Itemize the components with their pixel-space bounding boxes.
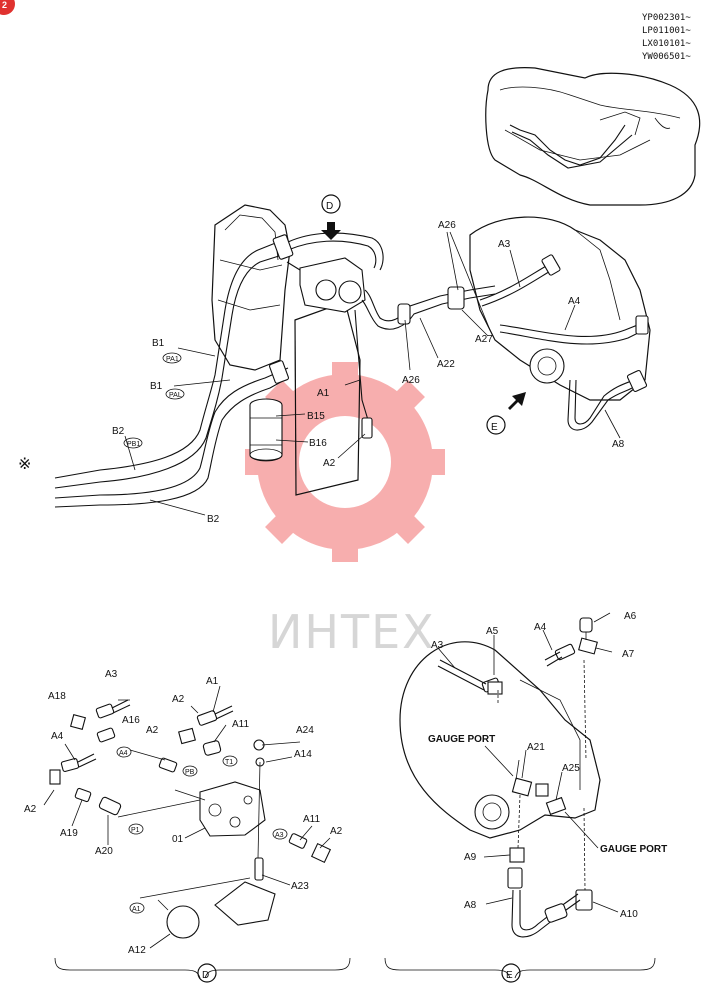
gauge-port-right: GAUGE PORT <box>600 844 667 855</box>
main-view: D E ※ A26 A3 A4 A27 A22 A26 A1 A2 A8 B1 … <box>18 194 651 525</box>
label-a26-mid: A26 <box>402 375 420 386</box>
serial-4: YW006501~ <box>642 52 691 62</box>
view-e-marker: E <box>491 422 498 433</box>
tag-t1: T1 <box>225 759 233 766</box>
label-b2-upper: B2 <box>112 426 125 437</box>
detail-d: A4 PB T1 P1 A3 A1 A3 A1 A18 A16 A2 A11 A… <box>24 669 351 983</box>
e-label-a21: A21 <box>527 742 545 753</box>
label-b2-upper-tag: PB1 <box>127 441 140 448</box>
label-a26-top: A26 <box>438 220 456 231</box>
label-a4: A4 <box>568 296 581 307</box>
label-b1-upper-tag: PA1 <box>166 356 179 363</box>
label-b1-upper: B1 <box>152 338 165 349</box>
e-label-a3: A3 <box>431 640 444 651</box>
label-a1: A1 <box>317 388 330 399</box>
watermark <box>245 362 445 562</box>
tag-a1: A1 <box>132 906 141 913</box>
d-label-a14: A14 <box>294 749 312 760</box>
label-a22: A22 <box>437 359 455 370</box>
d-label-a19: A19 <box>60 828 78 839</box>
label-a2: A2 <box>323 458 336 469</box>
view-d-marker: D <box>326 201 333 212</box>
tag-p1: P1 <box>131 827 140 834</box>
watermark-text: ИНТЕХ <box>268 605 436 659</box>
label-a8: A8 <box>612 439 625 450</box>
e-label-a5: A5 <box>486 626 499 637</box>
e-label-a7: A7 <box>622 649 635 660</box>
d-label-o1: 01 <box>172 834 184 845</box>
label-a27: A27 <box>475 334 493 345</box>
d-label-a23: A23 <box>291 881 309 892</box>
label-b1-lower-tag: PAL <box>169 392 182 399</box>
d-label-a18: A18 <box>48 691 66 702</box>
page-marker-number: 2 <box>2 0 7 10</box>
d-label-a4: A4 <box>51 731 64 742</box>
serial-numbers: YP002301~ LP011001~ LX010101~ YW006501~ <box>642 13 691 62</box>
label-b16: B16 <box>309 438 327 449</box>
e-label-a8: A8 <box>464 900 477 911</box>
tag-a4: A4 <box>119 750 128 757</box>
d-label-a20: A20 <box>95 846 113 857</box>
detail-d-caption: D <box>202 970 209 981</box>
tag-pb: PB <box>185 769 195 776</box>
e-label-a4: A4 <box>534 622 547 633</box>
d-label-a1: A1 <box>206 676 219 687</box>
d-label-a11-top: A11 <box>232 719 249 730</box>
serial-3: LX010101~ <box>642 39 691 49</box>
serial-1: YP002301~ <box>642 13 691 23</box>
page-marker: 2 <box>0 0 15 15</box>
d-label-a12: A12 <box>128 945 146 956</box>
d-label-a2-left: A2 <box>24 804 37 815</box>
label-b2-lower: B2 <box>207 514 220 525</box>
tag-a3: A3 <box>275 832 284 839</box>
label-b1-lower: B1 <box>150 381 163 392</box>
detail-e: A6 A5 A4 A7 A3 A21 A25 A9 A8 A10 GAUGE P… <box>384 611 667 983</box>
d-label-a24: A24 <box>296 725 314 736</box>
label-b15: B15 <box>307 411 325 422</box>
d-label-a2-top: A2 <box>172 694 185 705</box>
machine-thumbnail <box>485 67 701 206</box>
detail-e-caption: E <box>506 970 513 981</box>
e-label-a25: A25 <box>562 763 580 774</box>
gauge-port-left: GAUGE PORT <box>428 734 495 745</box>
d-label-a2-right: A2 <box>330 826 343 837</box>
asterisk-marker: ※ <box>18 454 31 473</box>
d-label-a3: A3 <box>105 669 118 680</box>
e-label-a6: A6 <box>624 611 637 622</box>
label-a3: A3 <box>498 239 511 250</box>
serial-2: LP011001~ <box>642 26 691 36</box>
d-label-a11-bot: A11 <box>303 814 320 825</box>
d-label-a2-mid: A2 <box>146 725 159 736</box>
e-label-a9: A9 <box>464 852 477 863</box>
d-label-a16: A16 <box>122 715 140 726</box>
e-label-a10: A10 <box>620 909 638 920</box>
